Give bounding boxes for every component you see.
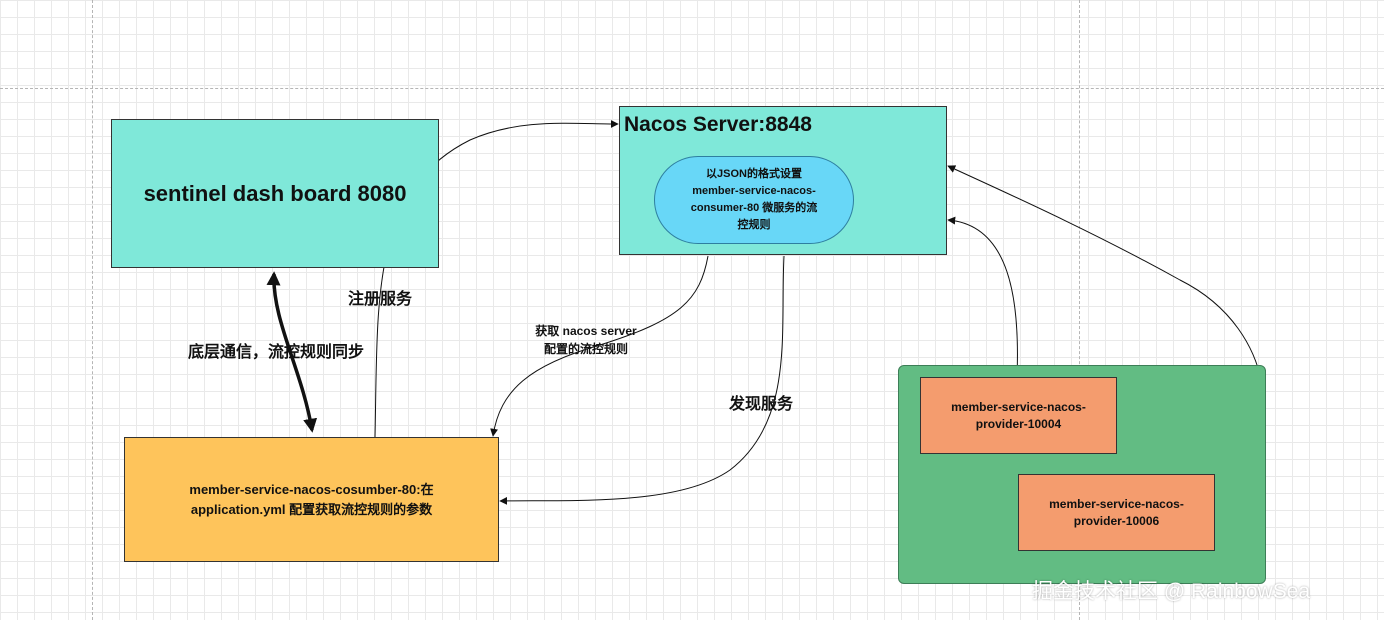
fetch-rules-arrow (490, 255, 709, 437)
register-service-label: 注册服务 (348, 291, 413, 308)
provider-10006-line: provider-10006 (1073, 513, 1160, 528)
consumer-service-node: member-service-nacos-cosumber-80:在 appli… (124, 437, 499, 562)
guide-line-vertical-left (92, 0, 93, 620)
fetch-rules-line: 配置的流控规则 (543, 342, 628, 356)
provider-10004-line: member-service-nacos- (951, 399, 1086, 414)
nacos-server-title: Nacos Server:8848 (624, 113, 812, 136)
flow-rule-config-line: 以JSON的格式设置 (706, 168, 802, 180)
nacos-server-node: Nacos Server:8848 以JSON的格式设置 member-serv… (619, 106, 947, 255)
sentinel-dashboard-node: sentinel dash board 8080 (111, 119, 439, 268)
provider-1-register-arrow (947, 216, 1018, 378)
provider-10006-node: member-service-nacos- provider-10006 (1018, 474, 1215, 551)
fetch-rules-label: 获取 nacos server 配置的流控规则 (502, 322, 670, 358)
guide-line-vertical-right (1079, 0, 1080, 620)
consumer-service-line: application.yml 配置获取流控规则的参数 (190, 501, 433, 517)
provider-10004-node: member-service-nacos- provider-10004 (920, 377, 1117, 454)
watermark: 掘金技术社区 @ RainbowSea (1032, 580, 1311, 603)
guide-line-horizontal (0, 88, 1384, 89)
discover-service-label: 发现服务 (729, 396, 794, 413)
rule-sync-label: 底层通信，流控规则同步 (188, 344, 365, 361)
flow-rule-config-node: 以JSON的格式设置 member-service-nacos- consume… (654, 156, 854, 244)
discover-arrow (499, 255, 785, 505)
consumer-service-line: member-service-nacos-cosumber-80:在 (189, 481, 434, 497)
fetch-rules-line: 获取 nacos server (535, 324, 637, 338)
flow-rule-config-line: member-service-nacos- (692, 185, 816, 197)
sync-arrow (266, 271, 318, 433)
register-arrow (374, 119, 619, 438)
flow-rule-config-line: 控规则 (737, 219, 771, 231)
sentinel-dashboard-label: sentinel dash board 8080 (143, 180, 407, 206)
provider-10004-line: provider-10004 (975, 416, 1062, 431)
flow-rule-config-line: consumer-80 微服务的流 (690, 202, 818, 214)
provider-10006-line: member-service-nacos- (1049, 496, 1184, 511)
